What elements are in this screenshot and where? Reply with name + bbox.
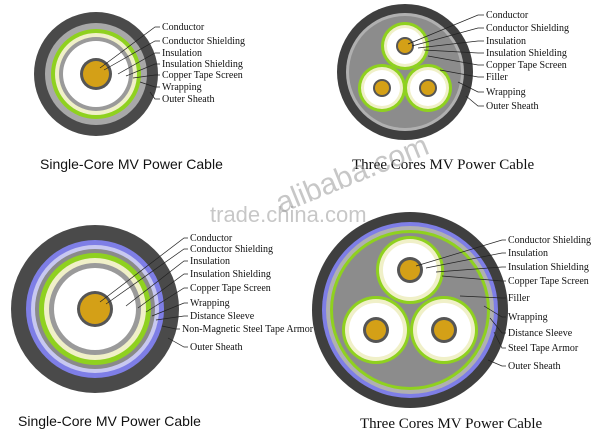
p2-label-outer-sheath: Outer Sheath xyxy=(486,101,539,112)
p3-label-non-magnetic-steel-tape-armor: Non-Magnetic Steel Tape Armor xyxy=(182,324,314,335)
p2-label-filler: Filler xyxy=(486,72,508,83)
p3-label-conductor-shielding: Conductor Shielding xyxy=(190,244,273,255)
p1-label-insulation: Insulation xyxy=(162,48,202,59)
p3-label-outer-sheath: Outer Sheath xyxy=(190,342,243,353)
p3-label-insulation-shielding: Insulation Shielding xyxy=(190,269,271,280)
p4-label-filler: Filler xyxy=(508,293,530,304)
p3-label-wrapping: Wrapping xyxy=(190,298,230,309)
p4-label-wrapping: Wrapping xyxy=(508,312,548,323)
p4-label-distance-sleeve: Distance Sleeve xyxy=(508,328,573,339)
panel-single-core-top: Conductor Conductor Shielding Insulation… xyxy=(34,12,245,172)
p3-label-conductor: Conductor xyxy=(190,233,233,244)
p4-label-insulation: Insulation xyxy=(508,248,548,259)
p3-conductor xyxy=(80,294,110,324)
p2-label-conductor: Conductor xyxy=(486,10,529,21)
p2-leaders xyxy=(407,14,484,107)
p4-label-steel-tape-armor: Steel Tape Armor xyxy=(508,343,579,354)
p2-labels: Conductor Conductor Shielding Insulation… xyxy=(486,10,569,112)
panel-three-core-top: Conductor Conductor Shielding Insulation… xyxy=(337,4,569,173)
p4-label-insulation-shielding: Insulation Shielding xyxy=(508,262,589,273)
panel-single-core-bottom: Conductor Conductor Shielding Insulation… xyxy=(11,225,314,429)
p4-caption: Three Cores MV Power Cable xyxy=(360,416,543,432)
p2-label-insulation-shielding: Insulation Shielding xyxy=(486,48,567,59)
p2-label-insulation: Insulation xyxy=(486,36,526,47)
p4-labels: Conductor Shielding Insulation Insulatio… xyxy=(508,235,591,372)
p3-label-insulation: Insulation xyxy=(190,256,230,267)
p2-label-copper-tape-screen: Copper Tape Screen xyxy=(486,60,567,71)
p3-label-copper-tape-screen: Copper Tape Screen xyxy=(190,283,271,294)
p3-leaders xyxy=(99,237,188,348)
p2-core-right xyxy=(404,64,452,112)
p1-caption: Single-Core MV Power Cable xyxy=(40,156,223,172)
p4-core-top xyxy=(376,236,444,304)
p4-label-outer-sheath: Outer Sheath xyxy=(508,361,561,372)
p3-caption: Single-Core MV Power Cable xyxy=(18,413,201,429)
p2-caption: Three Cores MV Power Cable xyxy=(352,157,535,173)
watermark-group: alibaba.com trade.china.com xyxy=(210,129,433,227)
p2-core-top xyxy=(381,22,429,70)
p4-core-right xyxy=(410,296,478,364)
p1-leaders xyxy=(99,26,160,100)
p1-label-outer-sheath: Outer Sheath xyxy=(162,94,215,105)
p1-label-insulation-shielding: Insulation Shielding xyxy=(162,59,243,70)
p2-label-conductor-shielding: Conductor Shielding xyxy=(486,23,569,34)
p1-label-wrapping: Wrapping xyxy=(162,82,202,93)
p1-conductor xyxy=(83,61,109,87)
p4-label-copper-tape-screen: Copper Tape Screen xyxy=(508,276,589,287)
p4-leaders xyxy=(415,239,506,367)
p4-core-left xyxy=(342,296,410,364)
watermark-trade-china: trade.china.com xyxy=(210,202,367,227)
p1-labels: Conductor Conductor Shielding Insulation… xyxy=(162,22,245,105)
p3-label-distance-sleeve: Distance Sleeve xyxy=(190,311,255,322)
p3-labels: Conductor Conductor Shielding Insulation… xyxy=(182,233,314,353)
p2-label-wrapping: Wrapping xyxy=(486,87,526,98)
p1-label-copper-tape-screen: Copper Tape Screen xyxy=(162,70,243,81)
p2-core-left xyxy=(358,64,406,112)
p4-label-conductor-shielding: Conductor Shielding xyxy=(508,235,591,246)
panel-three-core-bottom: Conductor Shielding Insulation Insulatio… xyxy=(312,212,591,432)
p1-label-conductor-shielding: Conductor Shielding xyxy=(162,36,245,47)
p1-label-conductor: Conductor xyxy=(162,22,205,33)
